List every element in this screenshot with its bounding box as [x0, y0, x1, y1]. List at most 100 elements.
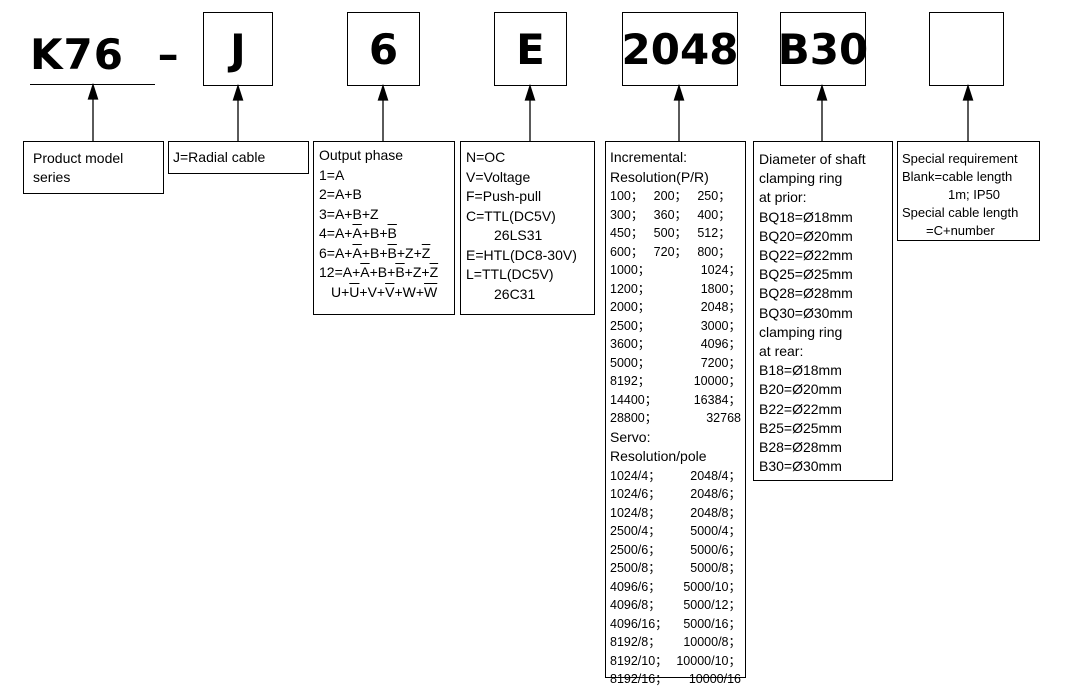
resolution-cell: 100；: [610, 189, 644, 203]
output-line-6: 6=A+A+B+B+Z+Z: [319, 244, 431, 261]
code-box-shaft: B30: [778, 12, 868, 86]
resolution-cell: 5000；: [610, 355, 651, 370]
resolution-row: 1000； 1024；: [610, 261, 741, 280]
output-phase-box: Output phase 1=A 2=A+B 3=A+B+Z 4=A+A+B+B…: [313, 141, 455, 315]
resolution-row: 28800； 32768: [610, 409, 741, 428]
servo-cell: 2500/4；: [610, 524, 661, 538]
servo-cell: 5000/12；: [683, 598, 741, 612]
output-line-3: 3=A+B+Z: [319, 205, 379, 222]
servo-cell: 5000/16；: [683, 616, 741, 631]
special-line-5: =C+number: [926, 223, 995, 238]
resolution-cell: 28800；: [610, 411, 658, 425]
servo-row: 2500/6； 5000/6；: [610, 541, 741, 560]
resolution-cell: 600；: [610, 244, 644, 259]
servo-subtitle: Resolution/pole: [610, 448, 707, 464]
output-line-1: 1=A: [319, 166, 345, 183]
resolution-cell: 10000；: [693, 374, 741, 388]
resolution-cell: 4096；: [700, 337, 741, 351]
servo-row: 4096/6； 5000/10；: [610, 578, 741, 597]
output-line-12: 12=A+A+B+B+Z+Z: [319, 264, 439, 280]
interface-line-1: N=OC: [466, 149, 506, 165]
shaft-line: BQ30=Ø30mm: [759, 304, 853, 321]
product-line-2: series: [33, 169, 71, 185]
resolution-cell: 1000；: [610, 263, 651, 277]
shaft-line: B25=Ø25mm: [759, 419, 842, 436]
servo-row: 4096/16；5000/16；: [610, 615, 741, 634]
servo-cell: 8192/16；: [610, 672, 668, 686]
servo-cell: 2048/8；: [690, 505, 741, 520]
resolution-cell: 2000；: [610, 300, 651, 314]
interface-line-8: 26C31: [494, 285, 536, 302]
special-line-4: Special cable length: [902, 205, 1019, 220]
model-dash: –: [157, 30, 180, 79]
resolution-row: 8192；10000；: [610, 372, 741, 391]
resolution-cell: 720；: [653, 244, 688, 259]
resolution-row: 450；500；512；: [610, 224, 741, 243]
servo-cell: 10000/16: [688, 672, 741, 686]
shaft-line: BQ22=Ø22mm: [759, 247, 853, 264]
output-line-4: 4=A+A+B+B: [319, 225, 397, 241]
incremental-subtitle: Resolution(P/R): [610, 168, 709, 185]
interface-box: N=OC V=Voltage F=Push-pull C=TTL(DC5V) 2…: [460, 141, 595, 315]
servo-cell: 5000/6；: [690, 542, 741, 557]
servo-cell: 4096/8；: [610, 598, 661, 612]
resolution-cell: 7200；: [700, 355, 741, 370]
resolution-row: 14400；16384；: [610, 391, 741, 410]
model-prefix: K76 –: [30, 30, 180, 79]
servo-cell: 10000/8；: [683, 635, 741, 649]
servo-row: 1024/8； 2048/8；: [610, 504, 741, 523]
special-line-3: 1m; IP50: [948, 187, 1001, 202]
code-box-resolution: 2048: [622, 12, 738, 86]
servo-cell: 2048/4；: [690, 468, 741, 483]
servo-cell: 4096/6；: [610, 579, 661, 594]
special-line-1: Special requirement: [902, 151, 1018, 166]
cable-text: J=Radial cable: [173, 149, 266, 165]
special-line-2: Blank=cable length: [902, 169, 1013, 184]
resolution-2col-rows: 1000；1024；1200；1800；2000；2048；2500；3000；…: [610, 261, 741, 428]
servo-rows: 1024/4；2048/4；1024/6；2048/6；1024/8； 2048/…: [610, 467, 741, 689]
interface-line-5: 26LS31: [494, 227, 543, 243]
shaft-box: Diameter of shaft clamping ring at prior: B…: [753, 141, 893, 481]
interface-line-4: C=TTL(DC5V): [466, 207, 556, 224]
servo-row: 4096/8； 5000/12；: [610, 596, 741, 615]
resolution-cell: 32768: [706, 411, 741, 425]
resolution-cell: 400；: [697, 207, 731, 222]
servo-row: 8192/16； 10000/16: [610, 670, 741, 689]
servo-cell: 5000/10；: [683, 579, 741, 594]
servo-row: 8192/8；10000/8；: [610, 633, 741, 652]
resolution-cell: 512；: [697, 226, 731, 240]
resolution-cell: 1024；: [700, 263, 741, 277]
resolution-cell: 2048；: [700, 300, 741, 314]
output-title: Output phase: [319, 147, 404, 163]
servo-row: 1024/6；2048/6；: [610, 485, 741, 504]
resolution-row: 2000； 2048；: [610, 298, 741, 317]
product-line-1: Product model: [33, 150, 124, 166]
shaft-line: B18=Ø18mm: [759, 362, 842, 379]
shaft-line: BQ25=Ø25mm: [759, 266, 853, 283]
servo-cell: 1024/8；: [610, 505, 661, 520]
output-line-uvw: U+U+V+V+W+W: [331, 283, 438, 300]
cable-box: J=Radial cable: [168, 141, 309, 174]
resolution-row: 100；200；250；: [610, 187, 741, 206]
interface-line-3: F=Push-pull: [466, 188, 542, 204]
servo-row: 2500/4；5000/4；: [610, 522, 741, 541]
resolution-cell: 300；: [610, 207, 644, 222]
resolution-row: 5000； 7200；: [610, 354, 741, 373]
interface-line-6: E=HTL(DC8-30V): [466, 246, 577, 263]
shaft-line: clamping ring: [759, 170, 843, 187]
servo-row: 1024/4；2048/4；: [610, 467, 741, 486]
resolution-cell: 450；: [610, 226, 644, 240]
resolution-row: 600； 720； 800；: [610, 243, 741, 262]
servo-cell: 2500/6；: [610, 542, 661, 557]
shaft-line: Diameter of shaft: [759, 151, 866, 167]
output-line-2: 2=A+B: [319, 186, 362, 202]
resolution-cell: 360；: [653, 207, 688, 222]
shaft-line: BQ20=Ø20mm: [759, 227, 853, 244]
shaft-line: clamping ring: [759, 323, 843, 340]
resolution-row: 300； 360； 400；: [610, 206, 741, 225]
code-box-special: [929, 12, 1004, 86]
resolution-cell: 200；: [653, 189, 688, 203]
shaft-line: at prior:: [759, 189, 807, 206]
resolution-cell: 800；: [697, 244, 731, 259]
